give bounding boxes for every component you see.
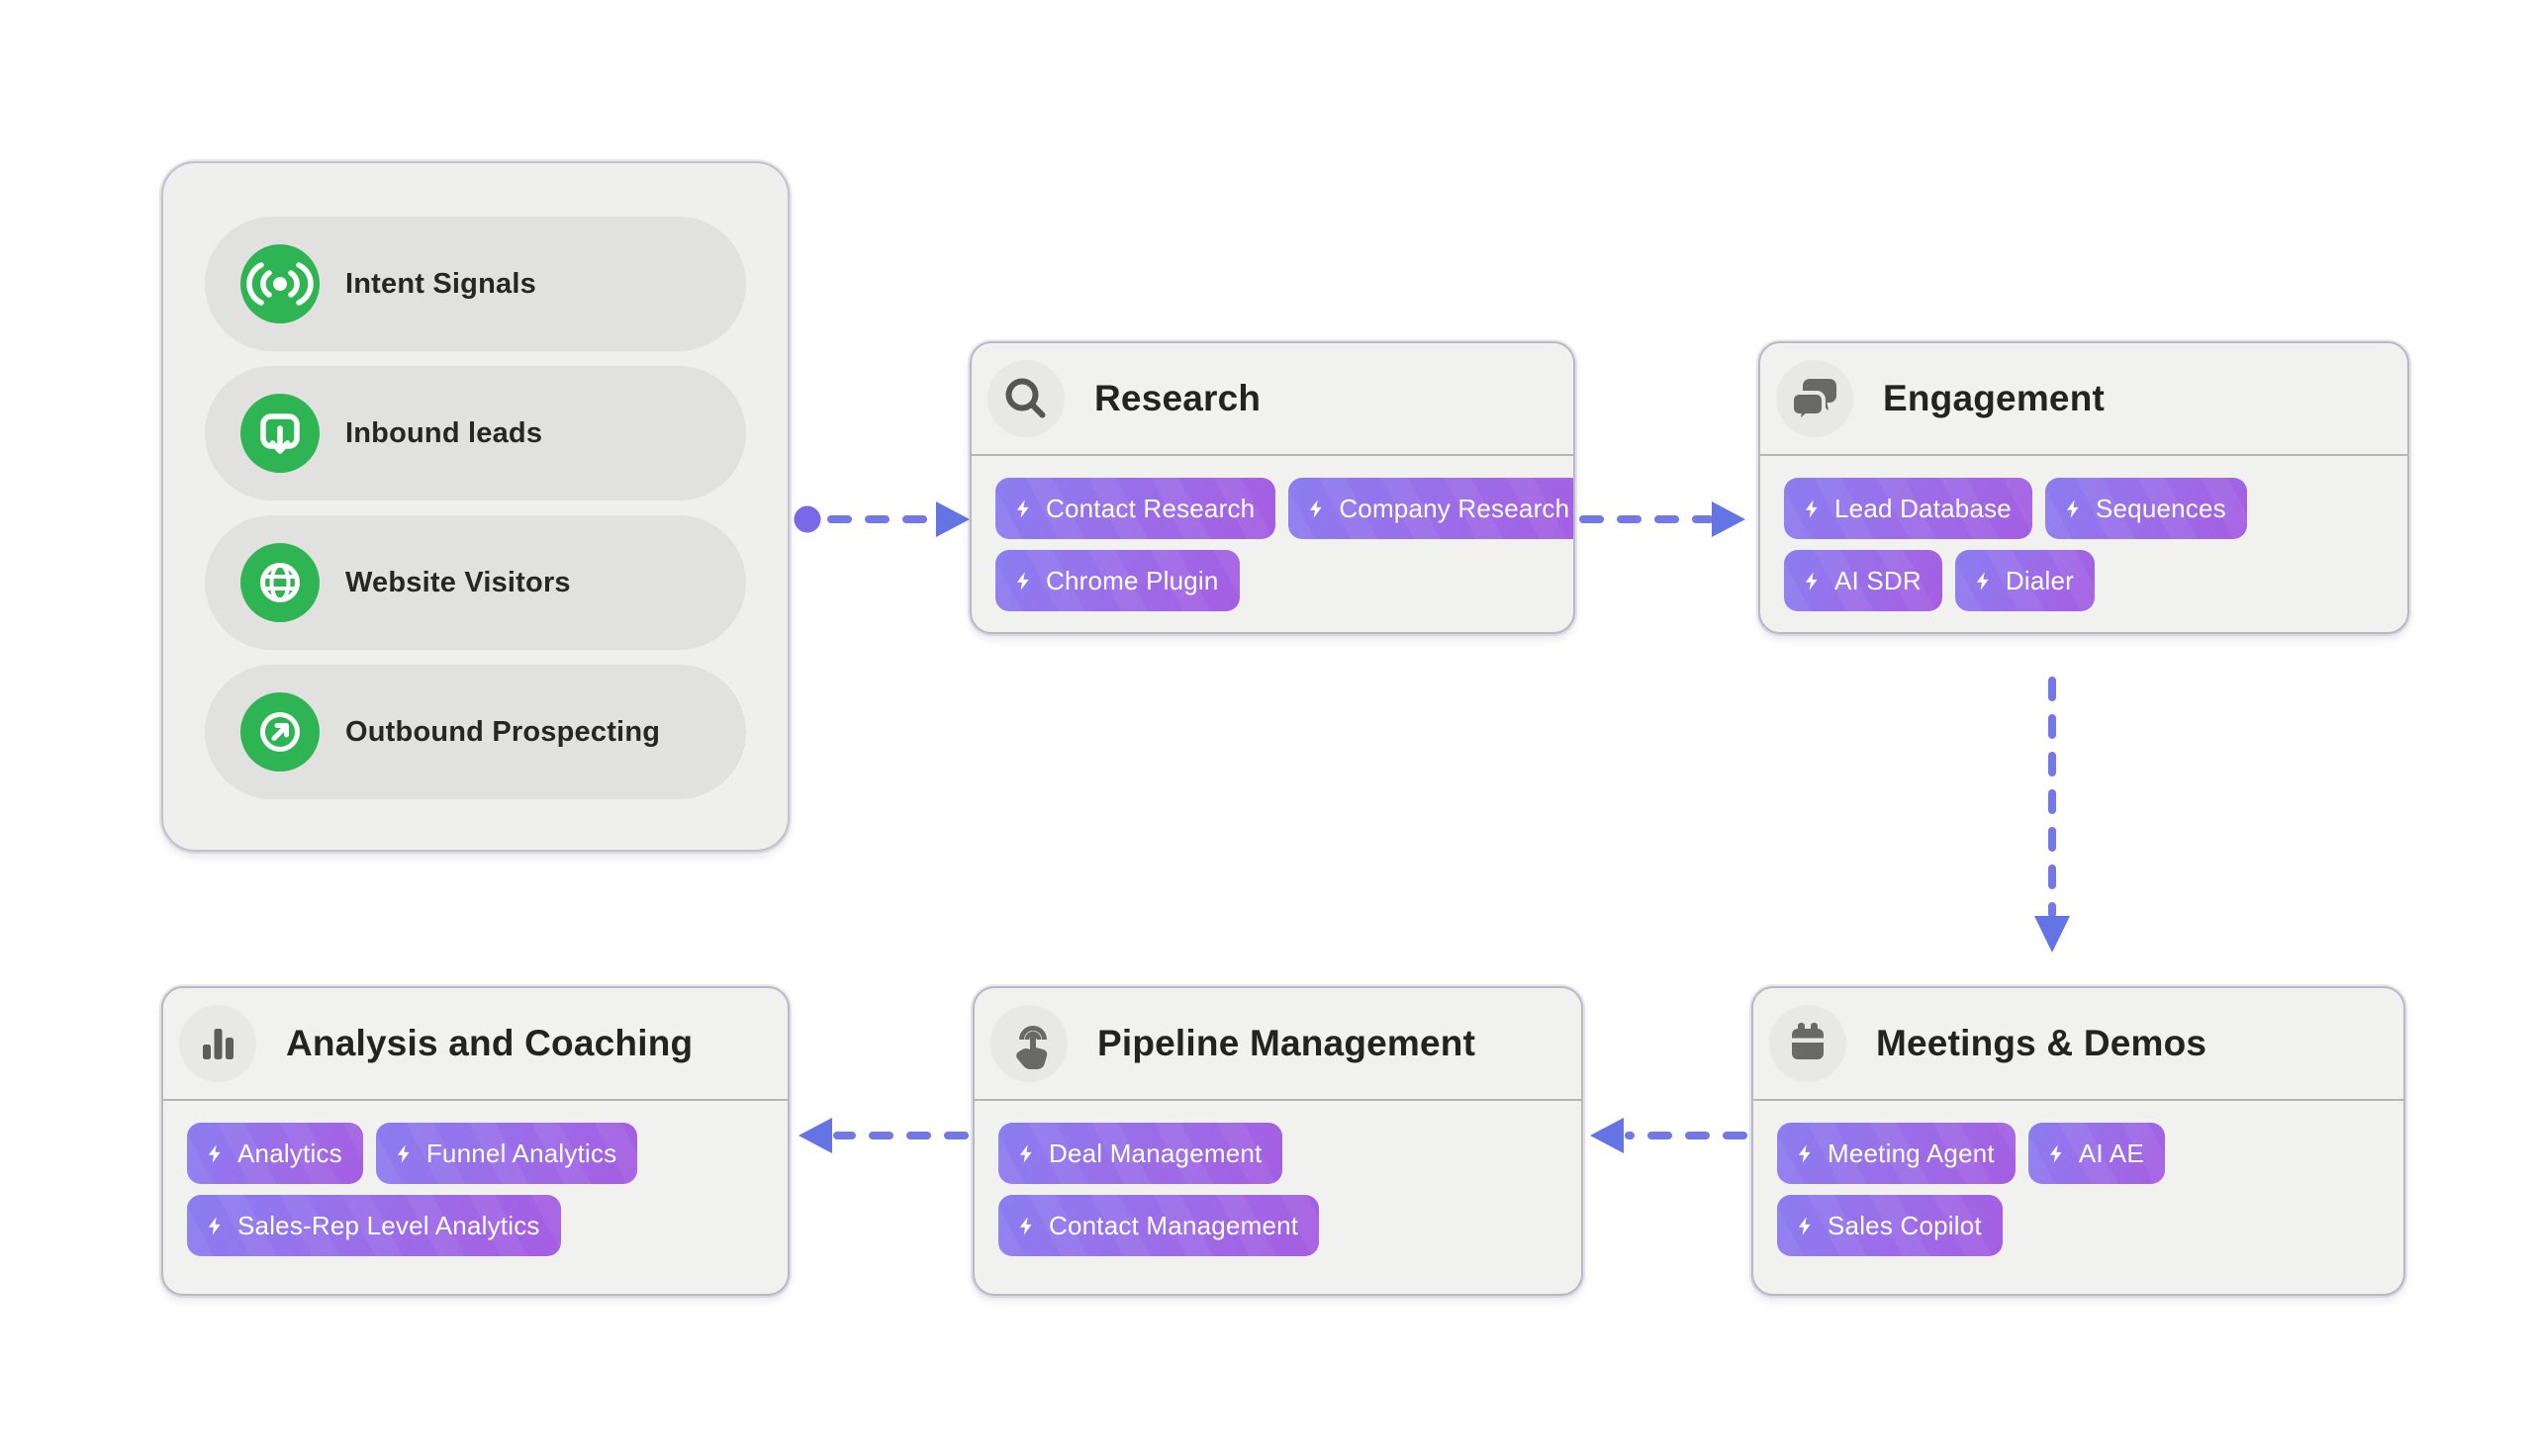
tag-company-research: Company Research: [1288, 478, 1573, 539]
inbound-arrow-icon: [240, 394, 320, 473]
stage-title: Engagement: [1883, 378, 2106, 418]
tag-contact-research: Contact Research: [995, 478, 1275, 539]
tag-sequences: Sequences: [2045, 478, 2247, 539]
source-label: Outbound Prospecting: [345, 715, 661, 748]
tag-lead-database: Lead Database: [1784, 478, 2032, 539]
lightning-icon: [397, 1143, 410, 1163]
lightning-icon: [2066, 499, 2079, 518]
stage-pipeline-management: Pipeline Management Deal Management Cont…: [973, 986, 1583, 1296]
stage-research: Research Contact Research Company Resear…: [970, 341, 1575, 634]
stage-meetings-header: Meetings & Demos: [1753, 988, 2403, 1101]
stage-title: Analysis and Coaching: [286, 1023, 694, 1063]
lightning-icon: [208, 1143, 221, 1163]
lightning-icon: [1976, 571, 1989, 591]
tag-ai-ae: AI AE: [2028, 1123, 2165, 1184]
stage-pipeline-header: Pipeline Management: [975, 988, 1581, 1101]
source-label: Intent Signals: [345, 267, 536, 300]
lightning-icon: [208, 1216, 221, 1235]
source-intent-signals: Intent Signals: [205, 217, 746, 351]
stage-title: Research: [1094, 378, 1262, 418]
arrow-pipeline-to-analysis: [798, 1118, 969, 1153]
tag-chrome-plugin: Chrome Plugin: [995, 550, 1240, 611]
stage-analysis-tags: Analytics Funnel Analytics Sales-Rep Lev…: [163, 1101, 788, 1278]
chat-bubbles-icon: [1776, 360, 1853, 437]
tag-meeting-agent: Meeting Agent: [1777, 1123, 2016, 1184]
stage-pipeline-tags: Deal Management Contact Management: [975, 1101, 1581, 1278]
tag-contact-management: Contact Management: [998, 1195, 1319, 1256]
stage-meetings-demos: Meetings & Demos Meeting Agent AI AE Sal…: [1751, 986, 2405, 1296]
stage-meetings-tags: Meeting Agent AI AE Sales Copilot: [1753, 1101, 2403, 1278]
source-website-visitors: Website Visitors: [205, 515, 746, 650]
arrow-meetings-to-pipeline: [1590, 1118, 1747, 1153]
stage-research-tags: Contact Research Company Research Chrome…: [972, 456, 1573, 632]
tag-dialer: Dialer: [1955, 550, 2095, 611]
source-inbound-leads: Inbound leads: [205, 366, 746, 500]
lead-sources-panel: Intent Signals Inbound leads Website Vis…: [161, 161, 790, 852]
stage-engagement-header: Engagement: [1760, 343, 2407, 456]
source-outbound-prospecting: Outbound Prospecting: [205, 665, 746, 799]
lightning-icon: [1798, 1216, 1811, 1235]
calendar-icon: [1769, 1005, 1846, 1082]
tag-analytics: Analytics: [187, 1123, 363, 1184]
lightning-icon: [1805, 571, 1818, 591]
lightning-icon: [1016, 571, 1029, 591]
arrow-sources-to-research: [794, 501, 970, 537]
tag-sales-copilot: Sales Copilot: [1777, 1195, 2003, 1256]
lightning-icon: [1016, 499, 1029, 518]
lightning-icon: [1798, 1143, 1811, 1163]
lightning-icon: [1310, 499, 1322, 518]
arrow-research-to-engagement: [1579, 501, 1745, 537]
stage-engagement-tags: Lead Database Sequences AI SDR Dialer: [1760, 456, 2407, 632]
stage-title: Meetings & Demos: [1876, 1023, 2207, 1063]
broadcast-icon: [240, 244, 320, 323]
lightning-icon: [1805, 499, 1818, 518]
arrow-engagement-to-meetings: [2034, 677, 2070, 953]
source-label: Inbound leads: [345, 416, 543, 449]
globe-icon: [240, 543, 320, 622]
tag-ai-sdr: AI SDR: [1784, 550, 1942, 611]
search-icon: [987, 360, 1065, 437]
stage-engagement: Engagement Lead Database Sequences AI SD…: [1758, 341, 2409, 634]
stage-analysis-header: Analysis and Coaching: [163, 988, 788, 1101]
lightning-icon: [2049, 1143, 2062, 1163]
bar-chart-icon: [179, 1005, 256, 1082]
lightning-icon: [1019, 1143, 1032, 1163]
tap-icon: [990, 1005, 1068, 1082]
lightning-icon: [1019, 1216, 1032, 1235]
arrow-up-right-icon: [240, 692, 320, 772]
tag-funnel-analytics: Funnel Analytics: [376, 1123, 638, 1184]
stage-analysis-coaching: Analysis and Coaching Analytics Funnel A…: [161, 986, 790, 1296]
stage-research-header: Research: [972, 343, 1573, 456]
tag-deal-management: Deal Management: [998, 1123, 1282, 1184]
tag-sales-rep-level-analytics: Sales-Rep Level Analytics: [187, 1195, 561, 1256]
source-label: Website Visitors: [345, 566, 571, 598]
stage-title: Pipeline Management: [1097, 1023, 1476, 1063]
